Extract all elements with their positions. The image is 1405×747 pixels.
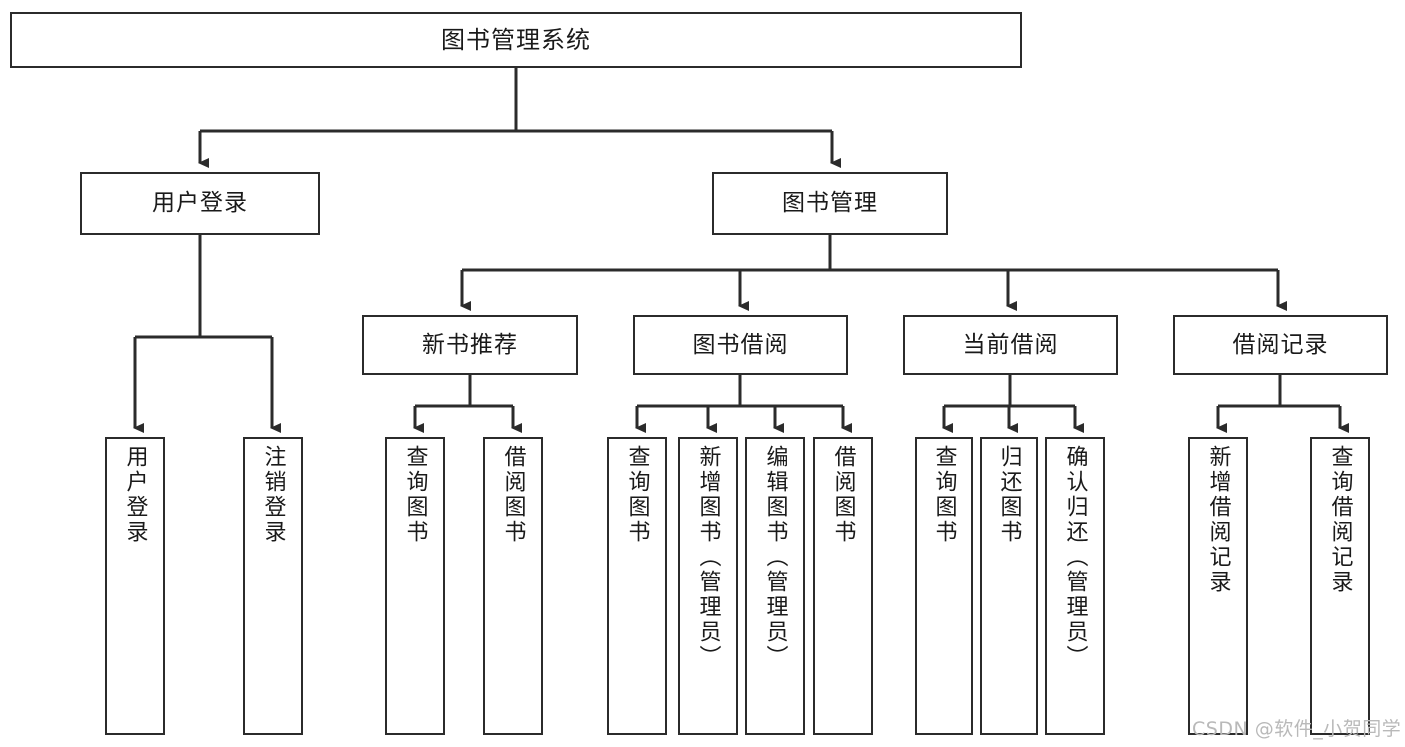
node-label: 注销登录 <box>260 445 286 545</box>
leaf-return-book[interactable]: 归还图书 <box>980 437 1038 735</box>
leaf-query-borrow-record[interactable]: 查询借阅记录 <box>1310 437 1370 735</box>
watermark-text: CSDN @软件_小贺同学 <box>1192 718 1402 740</box>
leaf-query-book-current[interactable]: 查询图书 <box>915 437 973 735</box>
leaf-logout[interactable]: 注销登录 <box>243 437 303 735</box>
node-label: 图书借阅 <box>692 331 789 358</box>
node-label: 借阅记录 <box>1232 331 1329 358</box>
node-label: 归还图书 <box>996 445 1022 545</box>
node-user-login[interactable]: 用户登录 <box>80 172 320 235</box>
node-label: 查询图书 <box>624 445 650 545</box>
node-book-management[interactable]: 图书管理 <box>712 172 948 235</box>
node-label: 新增借阅记录 <box>1205 445 1231 595</box>
node-label: 查询图书 <box>931 445 957 545</box>
node-label: 查询图书 <box>402 445 428 545</box>
node-label: 用户登录 <box>152 190 248 217</box>
node-label: 借阅图书 <box>830 445 856 545</box>
node-borrow-records[interactable]: 借阅记录 <box>1173 315 1388 375</box>
node-label: 借阅图书 <box>500 445 526 545</box>
leaf-user-login[interactable]: 用户登录 <box>105 437 165 735</box>
node-label: 图书管理 <box>782 190 878 217</box>
node-label: 确认归还（管理员） <box>1062 445 1088 670</box>
node-label: 查询借阅记录 <box>1327 445 1353 595</box>
leaf-confirm-return-admin[interactable]: 确认归还（管理员） <box>1045 437 1105 735</box>
node-label: 图书管理系统 <box>441 26 591 54</box>
leaf-edit-book-admin[interactable]: 编辑图书（管理员） <box>745 437 805 735</box>
node-label: 用户登录 <box>122 445 148 545</box>
leaf-borrow-book[interactable]: 借阅图书 <box>813 437 873 735</box>
leaf-borrow-book-new[interactable]: 借阅图书 <box>483 437 543 735</box>
node-label: 新书推荐 <box>422 331 518 358</box>
node-root-system[interactable]: 图书管理系统 <box>10 12 1022 68</box>
node-label: 编辑图书（管理员） <box>762 445 788 670</box>
node-label: 新增图书（管理员） <box>695 445 721 670</box>
leaf-query-book-borrow[interactable]: 查询图书 <box>607 437 667 735</box>
leaf-add-borrow-record[interactable]: 新增借阅记录 <box>1188 437 1248 735</box>
leaf-add-book-admin[interactable]: 新增图书（管理员） <box>678 437 738 735</box>
node-current-borrow[interactable]: 当前借阅 <box>903 315 1118 375</box>
node-new-book-recommend[interactable]: 新书推荐 <box>362 315 578 375</box>
node-label: 当前借阅 <box>962 331 1059 358</box>
node-book-borrow[interactable]: 图书借阅 <box>633 315 848 375</box>
leaf-query-book-new[interactable]: 查询图书 <box>385 437 445 735</box>
